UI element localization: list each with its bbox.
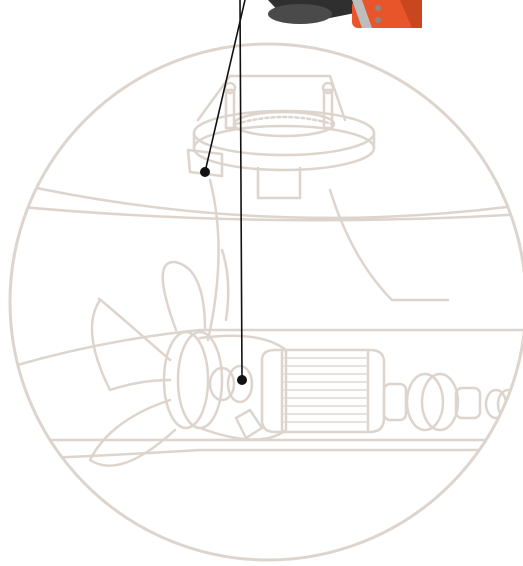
mounting-flange bbox=[186, 74, 376, 200]
sensor-point-lower bbox=[237, 375, 247, 385]
leader-lines bbox=[204, 0, 246, 381]
propeller bbox=[88, 260, 224, 467]
hull-outline bbox=[10, 178, 523, 222]
cutaway-circle bbox=[8, 42, 523, 562]
motor-drum bbox=[260, 348, 386, 434]
sensor-point-upper bbox=[200, 167, 210, 177]
gear-leg bbox=[206, 178, 450, 342]
control-unit-device bbox=[268, 0, 422, 28]
